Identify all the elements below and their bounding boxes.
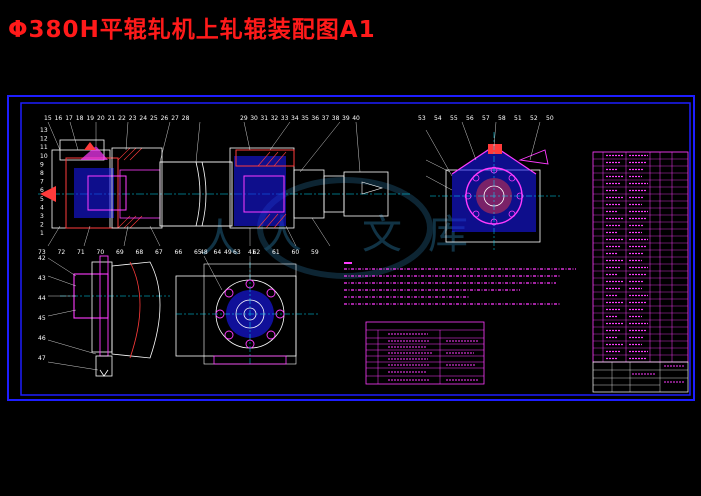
balloon-top-30: 30 xyxy=(250,115,258,122)
balloon-bottom-64: 64 xyxy=(214,249,222,256)
balloon-top-24: 24 xyxy=(139,115,147,122)
balloon-section-57: 57 xyxy=(482,115,490,122)
main-assembly-view xyxy=(38,121,410,247)
balloon-top-36: 36 xyxy=(311,115,319,122)
inner-frame xyxy=(20,102,691,396)
balloon-top-19: 19 xyxy=(86,115,94,122)
balloon-left-13: 13 xyxy=(40,127,48,134)
balloon-side-47: 47 xyxy=(38,355,46,362)
balloon-bottom-69: 69 xyxy=(116,249,124,256)
balloon-flange-41: 41 xyxy=(248,249,256,256)
section-view xyxy=(425,121,560,250)
balloon-top-33: 33 xyxy=(281,115,289,122)
balloon-section-51: 51 xyxy=(514,115,522,122)
title-block xyxy=(592,361,689,393)
balloon-side-44: 44 xyxy=(38,295,46,302)
balloon-top-21: 21 xyxy=(108,115,116,122)
balloon-bottom-67: 67 xyxy=(155,249,163,256)
side-view xyxy=(47,255,170,377)
balloon-side-45: 45 xyxy=(38,315,46,322)
page-title: Φ380H平辊轧机上轧辊装配图A1 xyxy=(8,17,376,43)
balloon-left-1: 1 xyxy=(40,230,44,237)
balloon-section-56: 56 xyxy=(466,115,474,122)
balloon-bottom-73: 73 xyxy=(38,249,46,256)
balloon-top-25: 25 xyxy=(150,115,158,122)
balloon-flange-48: 48 xyxy=(200,249,208,256)
balloon-top-29: 29 xyxy=(240,115,248,122)
balloon-top-28: 28 xyxy=(182,115,190,122)
balloon-left-5: 5 xyxy=(40,196,44,203)
balloon-section-55: 55 xyxy=(450,115,458,122)
balloon-bottom-61: 61 xyxy=(272,249,280,256)
balloon-section-58: 58 xyxy=(498,115,506,122)
balloon-bottom-68: 68 xyxy=(136,249,144,256)
balloon-top-32: 32 xyxy=(271,115,279,122)
balloon-top-35: 35 xyxy=(301,115,309,122)
balloon-top-26: 26 xyxy=(161,115,169,122)
balloon-top-27: 27 xyxy=(171,115,179,122)
balloon-left-4: 4 xyxy=(40,204,44,211)
balloon-bottom-66: 66 xyxy=(175,249,183,256)
balloon-bottom-62: 62 xyxy=(253,249,261,256)
balloon-side-42: 42 xyxy=(38,255,46,262)
balloon-side-46: 46 xyxy=(38,335,46,342)
balloon-bottom-70: 70 xyxy=(97,249,105,256)
balloon-top-20: 20 xyxy=(97,115,105,122)
outer-frame xyxy=(7,95,695,401)
balloon-left-11: 11 xyxy=(40,144,48,151)
balloon-section-50: 50 xyxy=(546,115,554,122)
balloon-top-23: 23 xyxy=(129,115,137,122)
watermark: 人 人 文 库 xyxy=(200,177,468,279)
balloon-left-6: 6 xyxy=(40,187,44,194)
balloon-top-15: 15 xyxy=(44,115,52,122)
balloon-bottom-59: 59 xyxy=(311,249,319,256)
balloon-bottom-63: 63 xyxy=(233,249,241,256)
watermark-glyph-1: 人 xyxy=(200,216,240,262)
balloon-side-43: 43 xyxy=(38,275,46,282)
spec-table xyxy=(365,321,485,385)
balloon-bottom-60: 60 xyxy=(292,249,300,256)
balloon-top-16: 16 xyxy=(55,115,63,122)
balloon-flange-49: 49 xyxy=(224,249,232,256)
parts-list xyxy=(592,151,689,363)
balloon-section-54: 54 xyxy=(434,115,442,122)
balloon-top-40: 40 xyxy=(352,115,360,122)
balloon-top-37: 37 xyxy=(322,115,330,122)
balloon-bottom-72: 72 xyxy=(58,249,66,256)
balloon-top-18: 18 xyxy=(76,115,84,122)
balloon-left-9: 9 xyxy=(40,161,44,168)
balloon-top-39: 39 xyxy=(342,115,350,122)
watermark-glyph-3: 文 xyxy=(362,212,402,258)
balloon-section-53: 53 xyxy=(418,115,426,122)
balloon-left-7: 7 xyxy=(40,179,44,186)
balloon-left-2: 2 xyxy=(40,222,44,229)
balloon-bottom-71: 71 xyxy=(77,249,85,256)
balloon-left-12: 12 xyxy=(40,136,48,143)
technical-notes xyxy=(344,262,576,305)
balloon-top-22: 22 xyxy=(118,115,126,122)
balloon-section-52: 52 xyxy=(530,115,538,122)
balloon-bottom-65: 65 xyxy=(194,249,202,256)
balloon-top-17: 17 xyxy=(65,115,73,122)
balloon-top-38: 38 xyxy=(332,115,340,122)
balloon-left-10: 10 xyxy=(40,153,48,160)
balloon-top-31: 31 xyxy=(260,115,268,122)
flange-view xyxy=(175,255,320,366)
balloon-left-8: 8 xyxy=(40,170,44,177)
balloon-left-3: 3 xyxy=(40,213,44,220)
balloon-top-34: 34 xyxy=(291,115,299,122)
